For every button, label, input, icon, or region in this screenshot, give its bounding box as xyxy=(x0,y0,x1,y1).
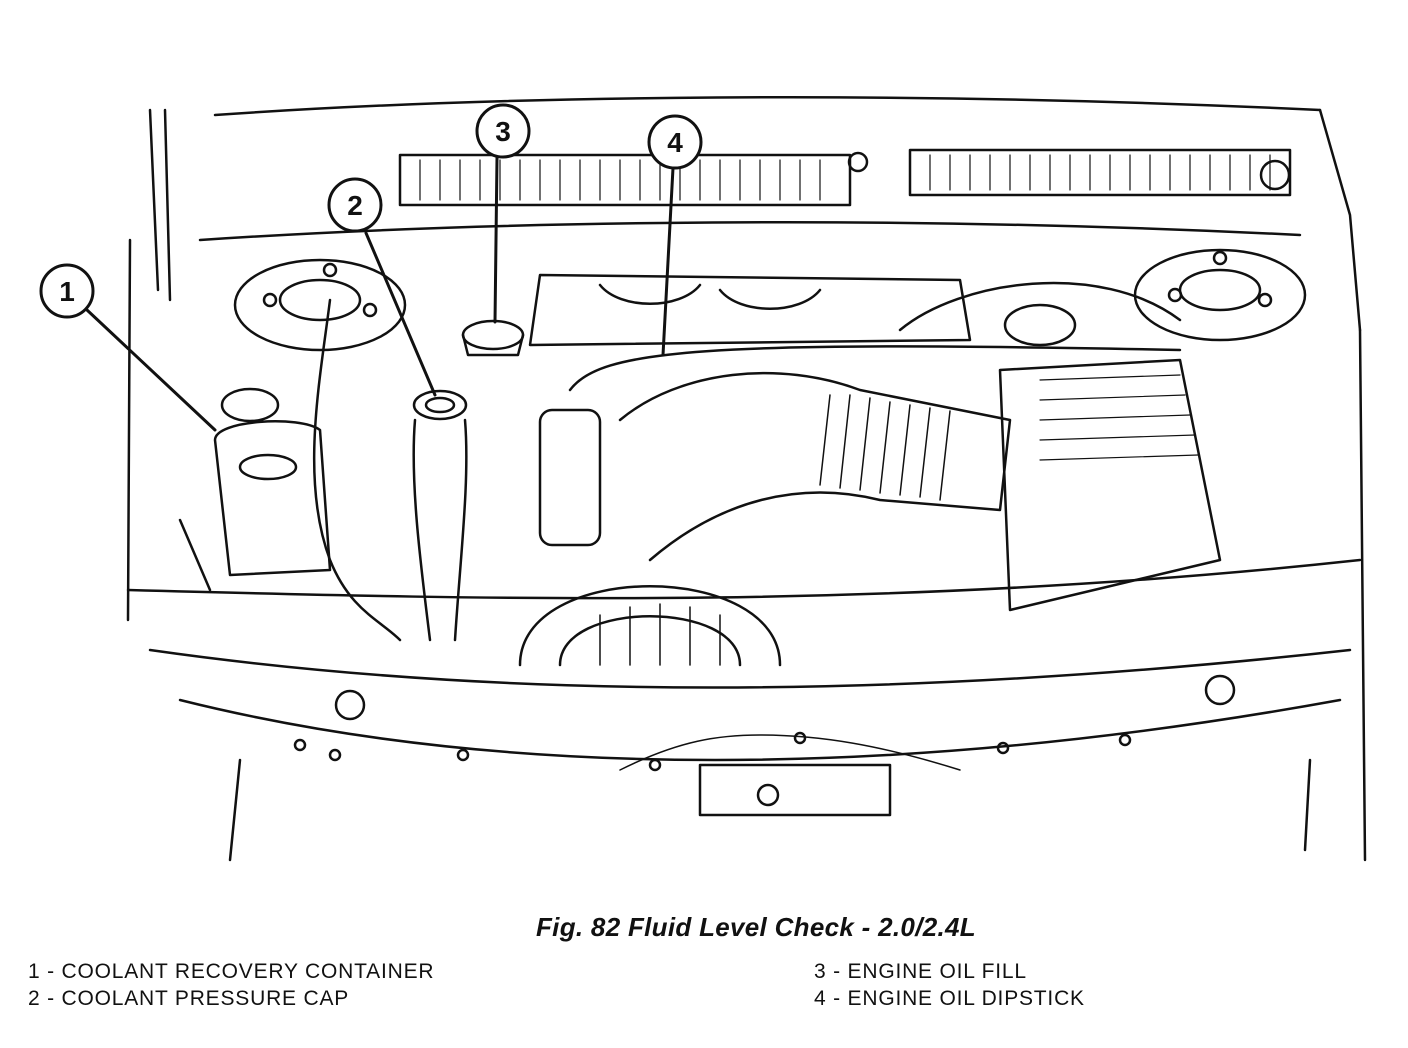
engine-oil-fill-cap xyxy=(461,319,525,357)
strut-tower-left xyxy=(233,258,407,352)
strut-tower-right xyxy=(1133,248,1307,342)
cooling-fan xyxy=(518,585,782,667)
engine-bay-diagram: 1 2 3 4 xyxy=(39,96,1367,862)
leader-lines xyxy=(85,156,675,432)
callout-number-1: 1 xyxy=(59,276,75,307)
coolant-recovery-container xyxy=(213,387,332,577)
callout-number-4: 4 xyxy=(667,127,683,158)
callout-number-2: 2 xyxy=(347,190,363,221)
callout-circle-1 xyxy=(39,263,95,319)
figure-caption: Fig. 82 Fluid Level Check - 2.0/2.4L xyxy=(536,912,976,942)
leader-line-3 xyxy=(493,156,499,324)
leader-line-2 xyxy=(364,231,437,397)
legend-item-3: 3 - ENGINE OIL FILL xyxy=(814,960,1027,983)
callout-circle-4 xyxy=(647,114,703,170)
coolant-pressure-cap xyxy=(412,389,468,642)
engine-block xyxy=(528,273,972,547)
leader-line-1 xyxy=(85,308,217,432)
legend-item-1: 1 - COOLANT RECOVERY CONTAINER xyxy=(28,960,435,983)
callout-circle-2 xyxy=(327,177,383,233)
hoses xyxy=(178,281,1182,642)
leader-line-4 xyxy=(661,166,675,357)
callout-number-3: 3 xyxy=(495,116,511,147)
legend-item-4: 4 - ENGINE OIL DIPSTICK xyxy=(814,987,1085,1010)
air-intake-duct xyxy=(618,371,1012,562)
air-cleaner-box xyxy=(998,303,1222,612)
radiator-support xyxy=(126,558,1362,862)
callout-circle-3 xyxy=(475,103,531,159)
cowl-grille xyxy=(398,148,1292,207)
hood-outline xyxy=(126,96,1367,862)
hood-latch xyxy=(619,734,961,817)
legend-item-2: 2 - COOLANT PRESSURE CAP xyxy=(28,987,350,1010)
